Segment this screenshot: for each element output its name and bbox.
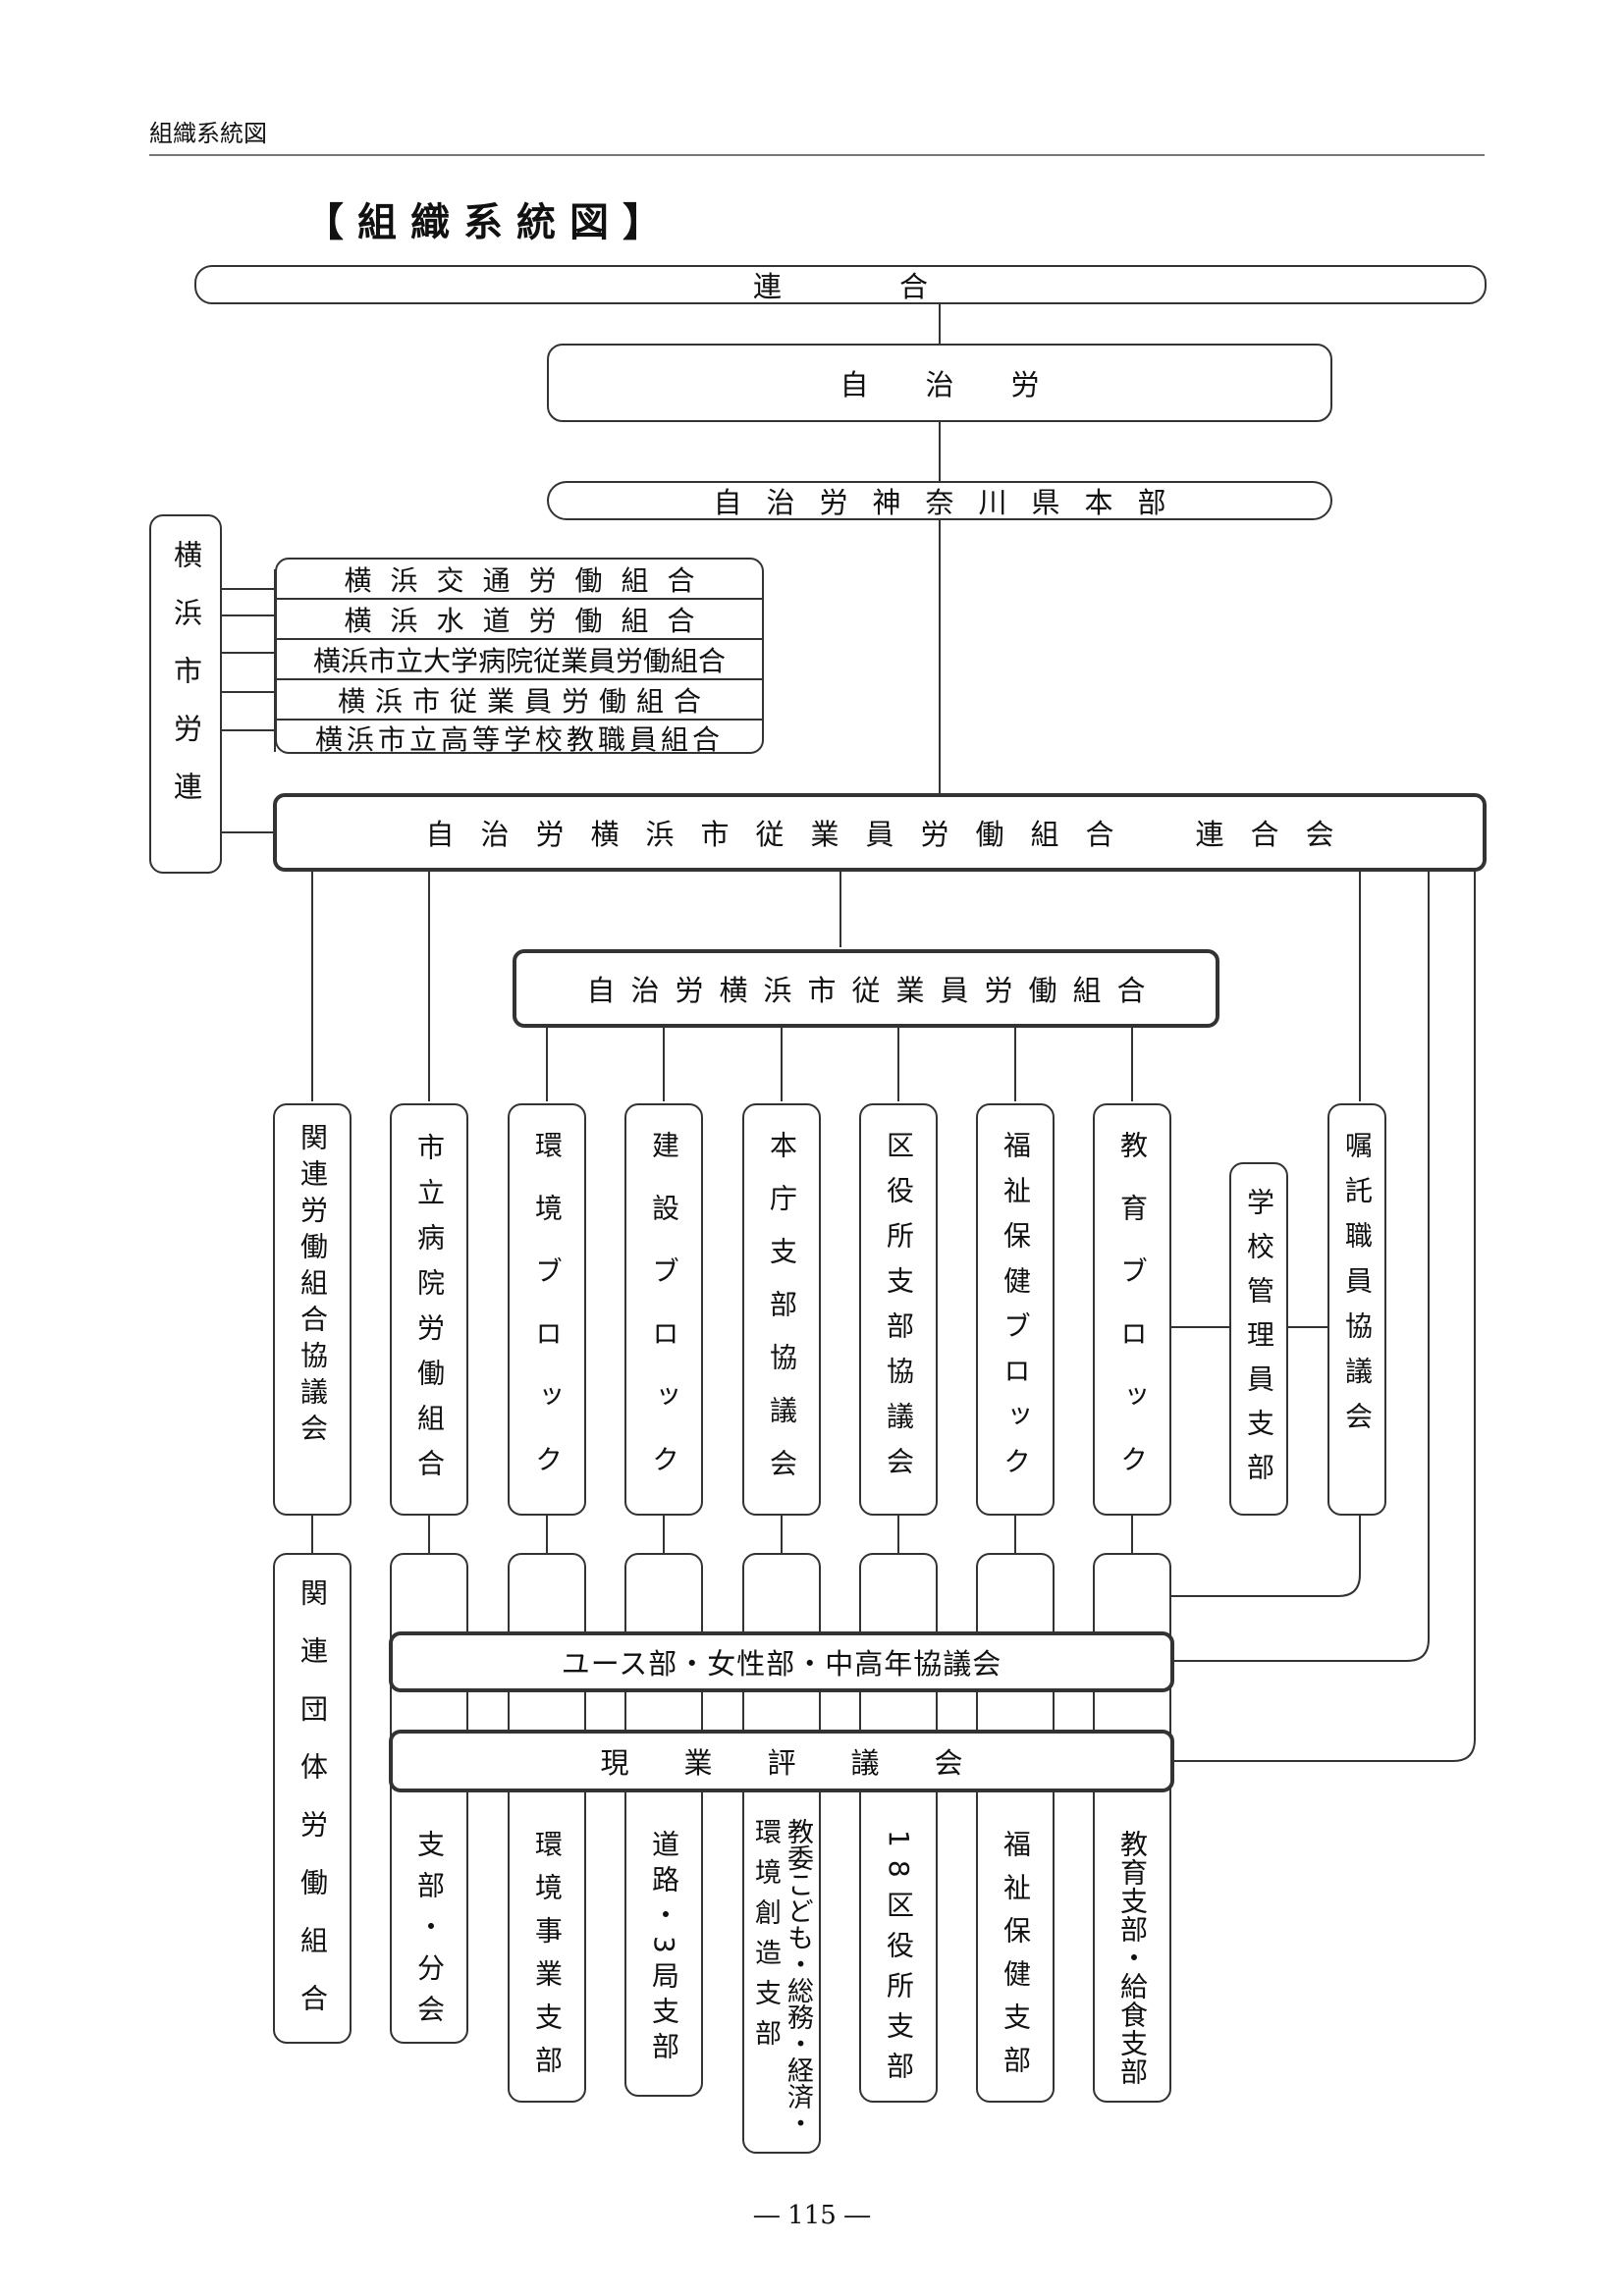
node-roren-label: 横浜市労連 [149, 514, 222, 874]
node-honcho: 本庁支部協議会 [742, 1103, 821, 1516]
roren-item-1: 横浜交通労働組合 [277, 560, 762, 600]
node-kankyo-block: 環境ブロック [508, 1103, 586, 1516]
node-rengokai: 自治労横浜市従業員労働組合 連合会 [273, 793, 1487, 872]
line-youth-loop [1171, 869, 1430, 1662]
node-shokutaku: 嘱託職員協議会 [1327, 1103, 1386, 1516]
node-kyoiku-block: 教育ブロック [1093, 1103, 1171, 1516]
roren-item-2: 横浜水道労働組合 [277, 600, 762, 640]
node-fukushi-block: 福祉保健ブロック [976, 1103, 1055, 1516]
node-roren-group: 横浜交通労働組合 横浜水道労働組合 横浜市立大学病院従業員労働組合 横浜市従業員… [275, 558, 764, 756]
line-gengyo-loop [1171, 869, 1476, 1762]
roren-item-3: 横浜市立大学病院従業員労働組合 [277, 640, 762, 680]
node-kuyakusho: 区役所支部協議会 [859, 1103, 938, 1516]
roren-item-4: 横浜市従業員労働組合 [277, 680, 762, 721]
node-youth: ユース部・女性部・中高年協議会 [389, 1631, 1174, 1692]
roren-item-5: 横浜市立高等学校教職員組合 [314, 723, 724, 756]
page-number: ― 115 ― [753, 2201, 871, 2230]
node-kanagawa: 自治労神奈川県本部 [547, 481, 1332, 520]
node-shiju: 自治労横浜市従業員労働組合 [513, 949, 1219, 1028]
node-kanren-dantai: 関連団体労働組合 [273, 1553, 352, 2044]
node-shibu-bunkai: 支部・分会 [390, 1553, 468, 2044]
line-shokutaku-loop [1171, 1514, 1361, 1597]
node-gakko-kanri: 学校管理員支部 [1229, 1162, 1288, 1516]
node-jichiro: 自治労 [547, 344, 1332, 422]
node-shiritsu-byoin: 市立病院労働組合 [390, 1103, 468, 1516]
node-rengo: 連合 [194, 265, 1487, 304]
node-gengyo: 現業評議会 [389, 1730, 1174, 1792]
section-header: 組織系統図 [149, 120, 267, 147]
node-kanren-rodo: 関連労働組合協議会 [273, 1103, 352, 1516]
header-rule [149, 154, 1485, 156]
node-kensetsu-block: 建設ブロック [624, 1103, 703, 1516]
page-title: 【組織系統図】 [304, 200, 676, 245]
